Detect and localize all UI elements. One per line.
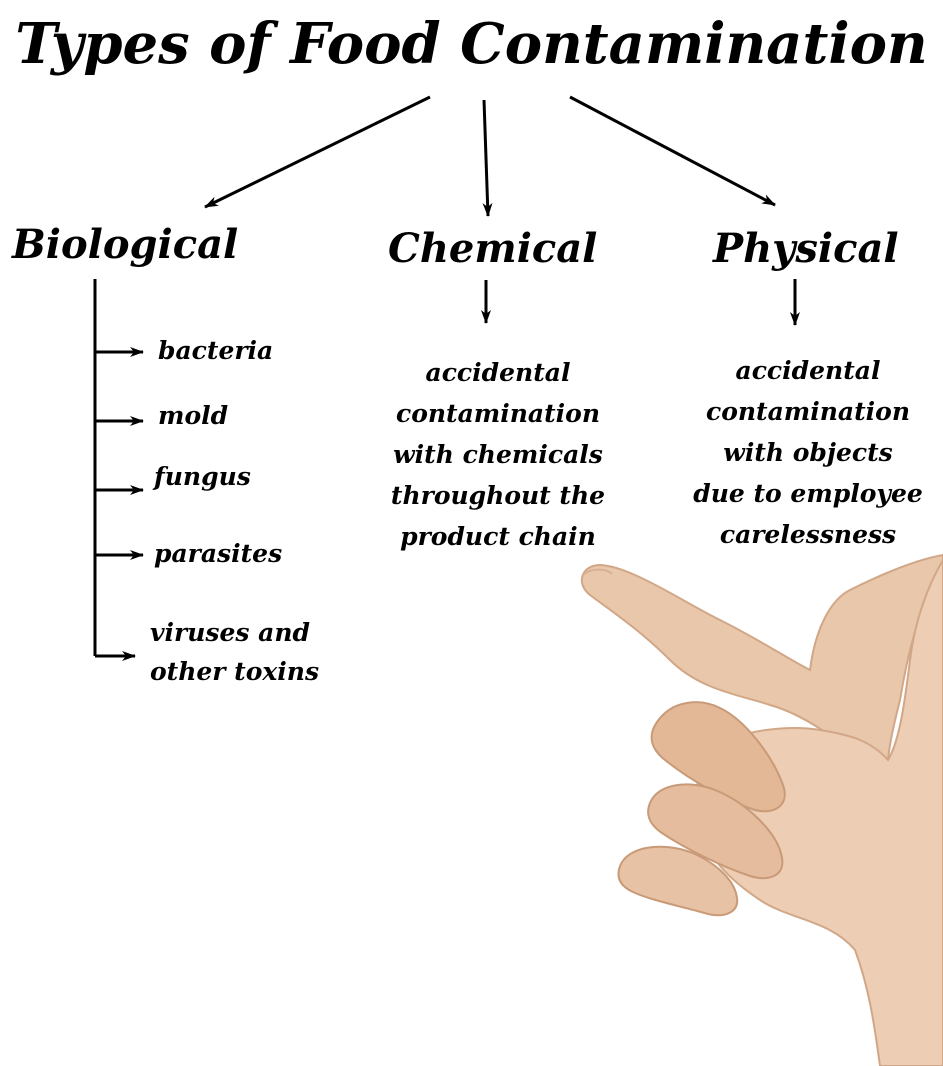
arrow-to-physical (570, 97, 775, 205)
heading-biological: Biological (12, 220, 238, 270)
list-item-parasites: parasites (154, 537, 282, 571)
physical-description: accidental contamination with objects du… (688, 350, 928, 555)
chemical-desc-line: throughout the (378, 475, 618, 516)
chemical-desc-line: accidental (378, 352, 618, 393)
pointing-hand-image (582, 555, 943, 1066)
list-item-bacteria: bacteria (158, 334, 273, 368)
physical-desc-line: with objects (688, 432, 928, 473)
list-item-mold: mold (158, 399, 228, 433)
list-item-fungus: fungus (154, 460, 251, 494)
physical-desc-line: carelessness (688, 514, 928, 555)
list-item-other-toxins: other toxins (150, 655, 319, 689)
physical-desc-line: contamination (688, 391, 928, 432)
chemical-description: accidental contamination with chemicals … (378, 352, 618, 557)
heading-chemical: Chemical (388, 224, 597, 274)
chemical-desc-line: product chain (378, 516, 618, 557)
list-item-viruses: viruses and (150, 616, 310, 650)
heading-physical: Physical (713, 224, 899, 274)
arrow-to-biological (205, 97, 430, 207)
physical-desc-line: due to employee (688, 473, 928, 514)
chemical-desc-line: with chemicals (378, 434, 618, 475)
chemical-desc-line: contamination (378, 393, 618, 434)
arrow-to-chemical (484, 100, 488, 216)
physical-desc-line: accidental (688, 350, 928, 391)
